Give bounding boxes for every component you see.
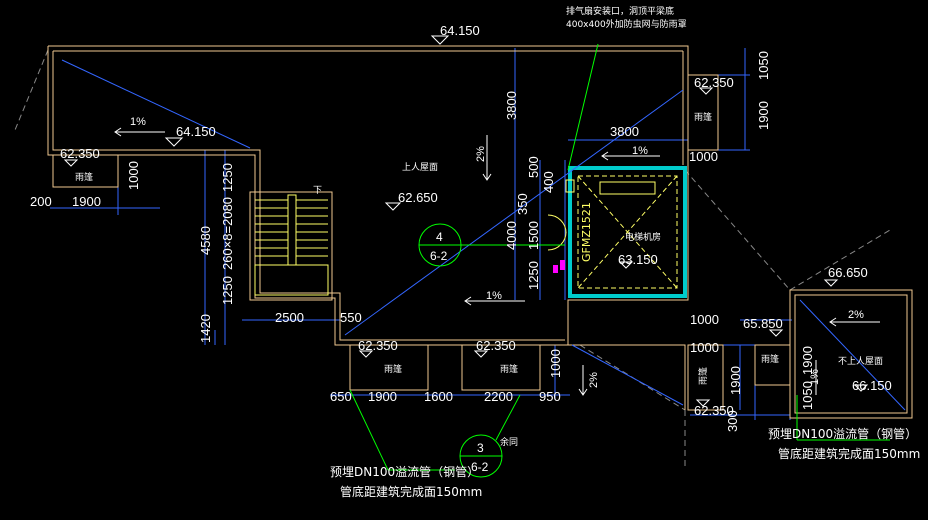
dim-550: 550: [340, 310, 362, 325]
dim-1250-r: 1250: [526, 261, 541, 290]
leader-lines: [349, 43, 890, 471]
fire-door-label: GFMZ1521: [580, 202, 593, 262]
elevator-room: [547, 166, 687, 298]
same-label: 余同: [500, 436, 518, 448]
pipe-note-right-line2: 管底距建筑完成面150mm: [778, 446, 920, 461]
dim-1600: 1600: [424, 389, 453, 404]
dim-500: 500: [526, 156, 541, 178]
elev-bottom-canopy-a: 62.350: [358, 338, 398, 353]
slope-mid-vertical: 2%: [475, 146, 487, 162]
pipe-note-line1: 预埋DN100溢流管（钢管）: [330, 464, 479, 479]
dim-2500: 2500: [275, 310, 304, 325]
upper-roof-label: 上人屋面: [402, 162, 438, 173]
dim-1420: 1420: [198, 314, 213, 343]
elevation-markers: [63, 35, 869, 407]
elev-bottom-right-canopy: 62.350: [694, 403, 734, 418]
detail-mark-a-sheet: 6-2: [430, 249, 448, 263]
stair: [254, 194, 329, 296]
elev-right-top-canopy: 62.350: [694, 75, 734, 90]
detail-mark-a-number: 4: [436, 230, 443, 244]
dim-1000-rb: 1000: [690, 312, 719, 327]
dim-950: 950: [539, 389, 561, 404]
elev-right-block-inner: 66.150: [852, 378, 892, 393]
dim-1250-a: 1250: [220, 163, 235, 192]
dim-2200: 2200: [484, 389, 513, 404]
elev-main-roof: 62.650: [398, 190, 438, 205]
dim-200: 200: [30, 194, 52, 209]
non-upper-roof-label: 不上人屋面: [838, 356, 883, 367]
dim-1900-rb: 1900: [728, 366, 743, 395]
canopy-label-bottom-right: 雨篷: [697, 367, 709, 385]
elev-bottom-canopy-b: 62.350: [476, 338, 516, 353]
dim-3800-h: 3800: [610, 124, 639, 139]
dim-300: 300: [725, 410, 740, 432]
dim-1900-l: 1900: [72, 194, 101, 209]
dim-1050: 1050: [756, 51, 771, 80]
dim-1000-r: 1000: [689, 149, 718, 164]
elev-upper-left: 64.150: [176, 124, 216, 139]
vent-note-line1: 排气扇安装口，洞顶平梁底: [566, 5, 674, 17]
slope-right-block: 2%: [848, 309, 864, 321]
stair-direction-label: 下: [313, 186, 322, 196]
slope-right-block-vertical: 1%: [809, 369, 821, 385]
elevator-room-label: 电梯机房: [625, 231, 661, 243]
canopy-label-right-top: 雨篷: [694, 111, 712, 123]
dim-1000-l: 1000: [126, 161, 141, 190]
elev-main-top: 64.150: [440, 23, 480, 38]
dim-4580: 4580: [198, 226, 213, 255]
canopy-label-right-mid: 雨篷: [761, 353, 779, 365]
gutter-diagonals: [61, 59, 906, 411]
elev-right-block-top: 66.650: [828, 265, 868, 280]
dim-4000: 4000: [504, 221, 519, 250]
dim-1050-rb: 1050: [800, 381, 815, 410]
canopy-label-left: 雨篷: [75, 171, 93, 183]
dim-260x8: 260×8=2080: [220, 197, 235, 270]
elev-right-block-low: 65.850: [743, 316, 783, 331]
detail-mark-b-sheet: 6-2: [471, 460, 489, 474]
dim-1000-b: 1000: [548, 349, 563, 378]
dimension-lines: [50, 48, 792, 420]
dim-400: 400: [541, 171, 556, 193]
pipe-note-right-line1: 预埋DN100溢流管（钢管）: [768, 426, 917, 441]
elev-elevator-room: 63.150: [618, 252, 658, 267]
canopy-label-bottom-b: 雨篷: [500, 363, 518, 375]
slope-right: 1%: [632, 145, 648, 157]
canopy-label-bottom-a: 雨篷: [384, 363, 402, 375]
slope-arrows: [114, 127, 880, 396]
dim-1900-b: 1900: [368, 389, 397, 404]
dim-1500: 1500: [526, 221, 541, 250]
detail-circles: [418, 223, 565, 478]
vent-note-line2: 400x400外加防虫网与防雨罩: [566, 18, 687, 30]
dim-3800-v: 3800: [504, 91, 519, 120]
slope-bottom: 1%: [486, 290, 502, 302]
pipe-note-line2: 管底距建筑完成面150mm: [340, 484, 482, 499]
dim-1000-rb2: 1000: [690, 340, 719, 355]
detail-mark-b-number: 3: [477, 441, 484, 455]
dim-1250-b: 1250: [220, 276, 235, 305]
dim-1900-rb2: 1900: [800, 346, 815, 375]
dim-1900-r: 1900: [756, 101, 771, 130]
dim-650: 650: [330, 389, 352, 404]
elev-left-canopy: 62.350: [60, 146, 100, 161]
building-outline: [47, 45, 913, 419]
slope-bottom-vertical: 2%: [588, 372, 600, 388]
dim-350: 350: [515, 193, 530, 215]
slope-left: 1%: [130, 116, 146, 128]
